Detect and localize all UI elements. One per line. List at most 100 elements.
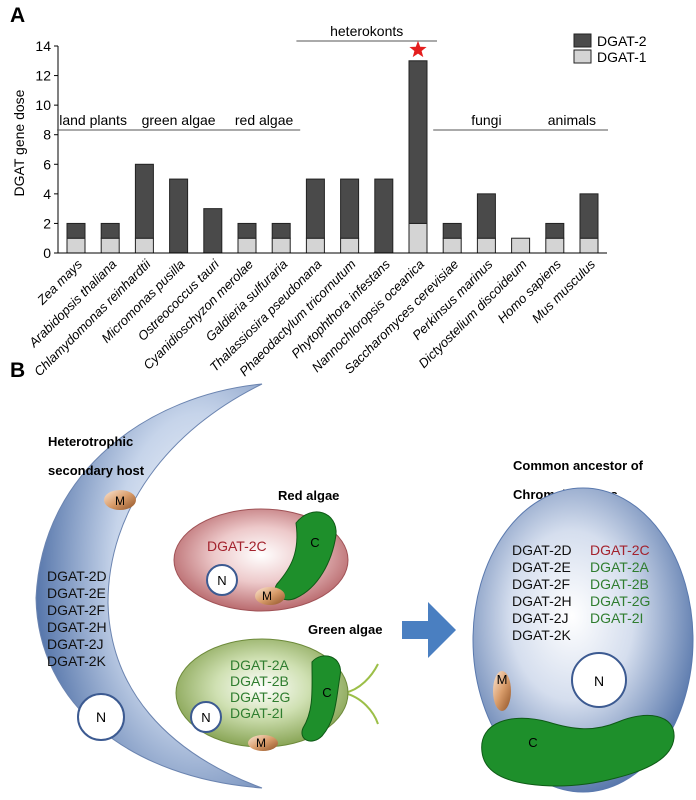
bar-dgat2 xyxy=(100,222,120,239)
red-algae-gene: DGAT-2C xyxy=(207,538,267,554)
y-tick-label: 6 xyxy=(43,156,51,172)
bar-dgat1 xyxy=(66,237,86,254)
bar-dgat1 xyxy=(340,237,360,254)
green-algae-cell: DGAT-2A DGAT-2B DGAT-2G DGAT-2I C N M xyxy=(175,638,379,751)
green-algae-gene: DGAT-2A xyxy=(230,657,290,673)
green-algae-gene: DGAT-2I xyxy=(230,705,283,721)
group-label: fungi xyxy=(471,112,501,128)
host-title-line2: secondary host xyxy=(48,463,145,478)
host-gene: DGAT-2H xyxy=(47,619,107,635)
y-axis-label: DGAT gene dose xyxy=(11,89,27,196)
bar-dgat2 xyxy=(134,163,154,239)
green-algae-gene: DGAT-2B xyxy=(230,673,289,689)
green-algae-flagella xyxy=(343,663,379,725)
green-algae-chloroplast xyxy=(301,655,341,742)
bar-dgat1 xyxy=(271,237,291,254)
host-gene-list: DGAT-2D DGAT-2E DGAT-2F DGAT-2H DGAT-2J … xyxy=(47,568,107,669)
ancestor-nucleus xyxy=(571,652,627,708)
mitochondrion-label: M xyxy=(256,736,266,750)
group-label: red algae xyxy=(235,112,294,128)
group-label: green algae xyxy=(142,112,216,128)
bar-dgat2 xyxy=(203,208,223,254)
y-tick-label: 2 xyxy=(43,215,51,231)
red-algae-nucleus xyxy=(206,564,238,596)
y-tick-label: 12 xyxy=(35,68,51,84)
ancestor-host-gene: DGAT-2H xyxy=(512,593,572,609)
y-tick-label: 14 xyxy=(35,38,51,54)
green-algae-nucleus xyxy=(190,701,222,733)
y-tick-label: 4 xyxy=(43,186,51,202)
bar-dgat2 xyxy=(579,193,599,239)
host-cell-crescent xyxy=(35,383,263,789)
bar-dgat1 xyxy=(237,237,257,254)
legend-swatch-dgat1 xyxy=(573,49,592,64)
bar-dgat1 xyxy=(511,237,531,254)
ancestor-green-gene: DGAT-2A xyxy=(590,559,650,575)
y-tick-label: 8 xyxy=(43,127,51,143)
host-gene: DGAT-2F xyxy=(47,602,105,618)
bar-dgat2 xyxy=(408,60,428,224)
nucleus-label: N xyxy=(217,573,226,588)
group-label: animals xyxy=(548,112,596,128)
bar-dgat2 xyxy=(237,222,257,239)
bar-dgat1 xyxy=(134,237,154,254)
ancestor-host-gene: DGAT-2F xyxy=(512,576,570,592)
group-label: land plants xyxy=(59,112,127,128)
bar-dgat1 xyxy=(408,222,428,254)
legend-label-dgat1: DGAT-1 xyxy=(597,49,647,65)
y-tick-label: 0 xyxy=(43,245,51,261)
group-label: heterokonts xyxy=(330,23,403,39)
ancestor-host-gene: DGAT-2J xyxy=(512,610,569,626)
evolution-arrow xyxy=(402,602,456,658)
red-algae-cell: DGAT-2C C N M xyxy=(173,508,349,612)
host-gene: DGAT-2D xyxy=(47,568,107,584)
ancestor-mitochondrion xyxy=(493,671,511,711)
host-gene: DGAT-2E xyxy=(47,585,106,601)
ancestor-green-gene: DGAT-2B xyxy=(590,576,649,592)
panel-b-label: B xyxy=(10,359,25,382)
bar-dgat2 xyxy=(545,222,565,239)
host-mitochondrion: M xyxy=(104,490,136,510)
panel-a-label: A xyxy=(10,4,25,27)
ancestor-cell: DGAT-2D DGAT-2E DGAT-2F DGAT-2H DGAT-2J … xyxy=(472,487,694,793)
ancestor-green-gene: DGAT-2I xyxy=(590,610,643,626)
ancestor-host-gene: DGAT-2E xyxy=(512,559,571,575)
ancestor-chloroplast xyxy=(481,715,675,787)
nucleus-label: N xyxy=(594,673,604,689)
nucleus-label: N xyxy=(201,710,210,725)
mitochondrion-label: M xyxy=(497,672,508,687)
bar-dgat1 xyxy=(100,237,120,254)
red-algae-chloroplast xyxy=(274,511,337,601)
nucleus-label: N xyxy=(96,709,106,725)
highlight-star-icon xyxy=(409,40,427,58)
host-gene: DGAT-2K xyxy=(47,653,107,669)
bar-dgat1 xyxy=(476,237,496,254)
bar-dgat1 xyxy=(305,237,325,254)
bar-dgat2 xyxy=(271,222,291,239)
ancestor-host-gene: DGAT-2K xyxy=(512,627,572,643)
chloroplast-label: C xyxy=(322,685,331,700)
bar-dgat2 xyxy=(66,222,86,239)
chloroplast-label: C xyxy=(310,535,319,550)
bar-dgat2 xyxy=(476,193,496,239)
ancestor-green-gene: DGAT-2G xyxy=(590,593,650,609)
ancestor-host-gene: DGAT-2D xyxy=(512,542,572,558)
green-algae-mitochondrion xyxy=(248,735,278,751)
bar-dgat2 xyxy=(374,178,394,254)
mitochondrion-shape xyxy=(104,490,136,510)
host-gene: DGAT-2J xyxy=(47,636,104,652)
ancestor-title-line1: Common ancestor of xyxy=(513,458,644,473)
y-tick-label: 10 xyxy=(35,97,51,113)
bar-dgat1 xyxy=(579,237,599,254)
legend-swatch-dgat2 xyxy=(573,33,592,48)
legend-label-dgat2: DGAT-2 xyxy=(597,33,647,49)
bar-dgat1 xyxy=(545,237,565,254)
ancestor-red-gene: DGAT-2C xyxy=(590,542,650,558)
host-nucleus: N xyxy=(77,693,125,741)
green-algae-gene: DGAT-2G xyxy=(230,689,290,705)
bar-dgat1 xyxy=(442,237,462,254)
bar-dgat2 xyxy=(305,178,325,239)
mitochondrion-label: M xyxy=(262,589,272,603)
